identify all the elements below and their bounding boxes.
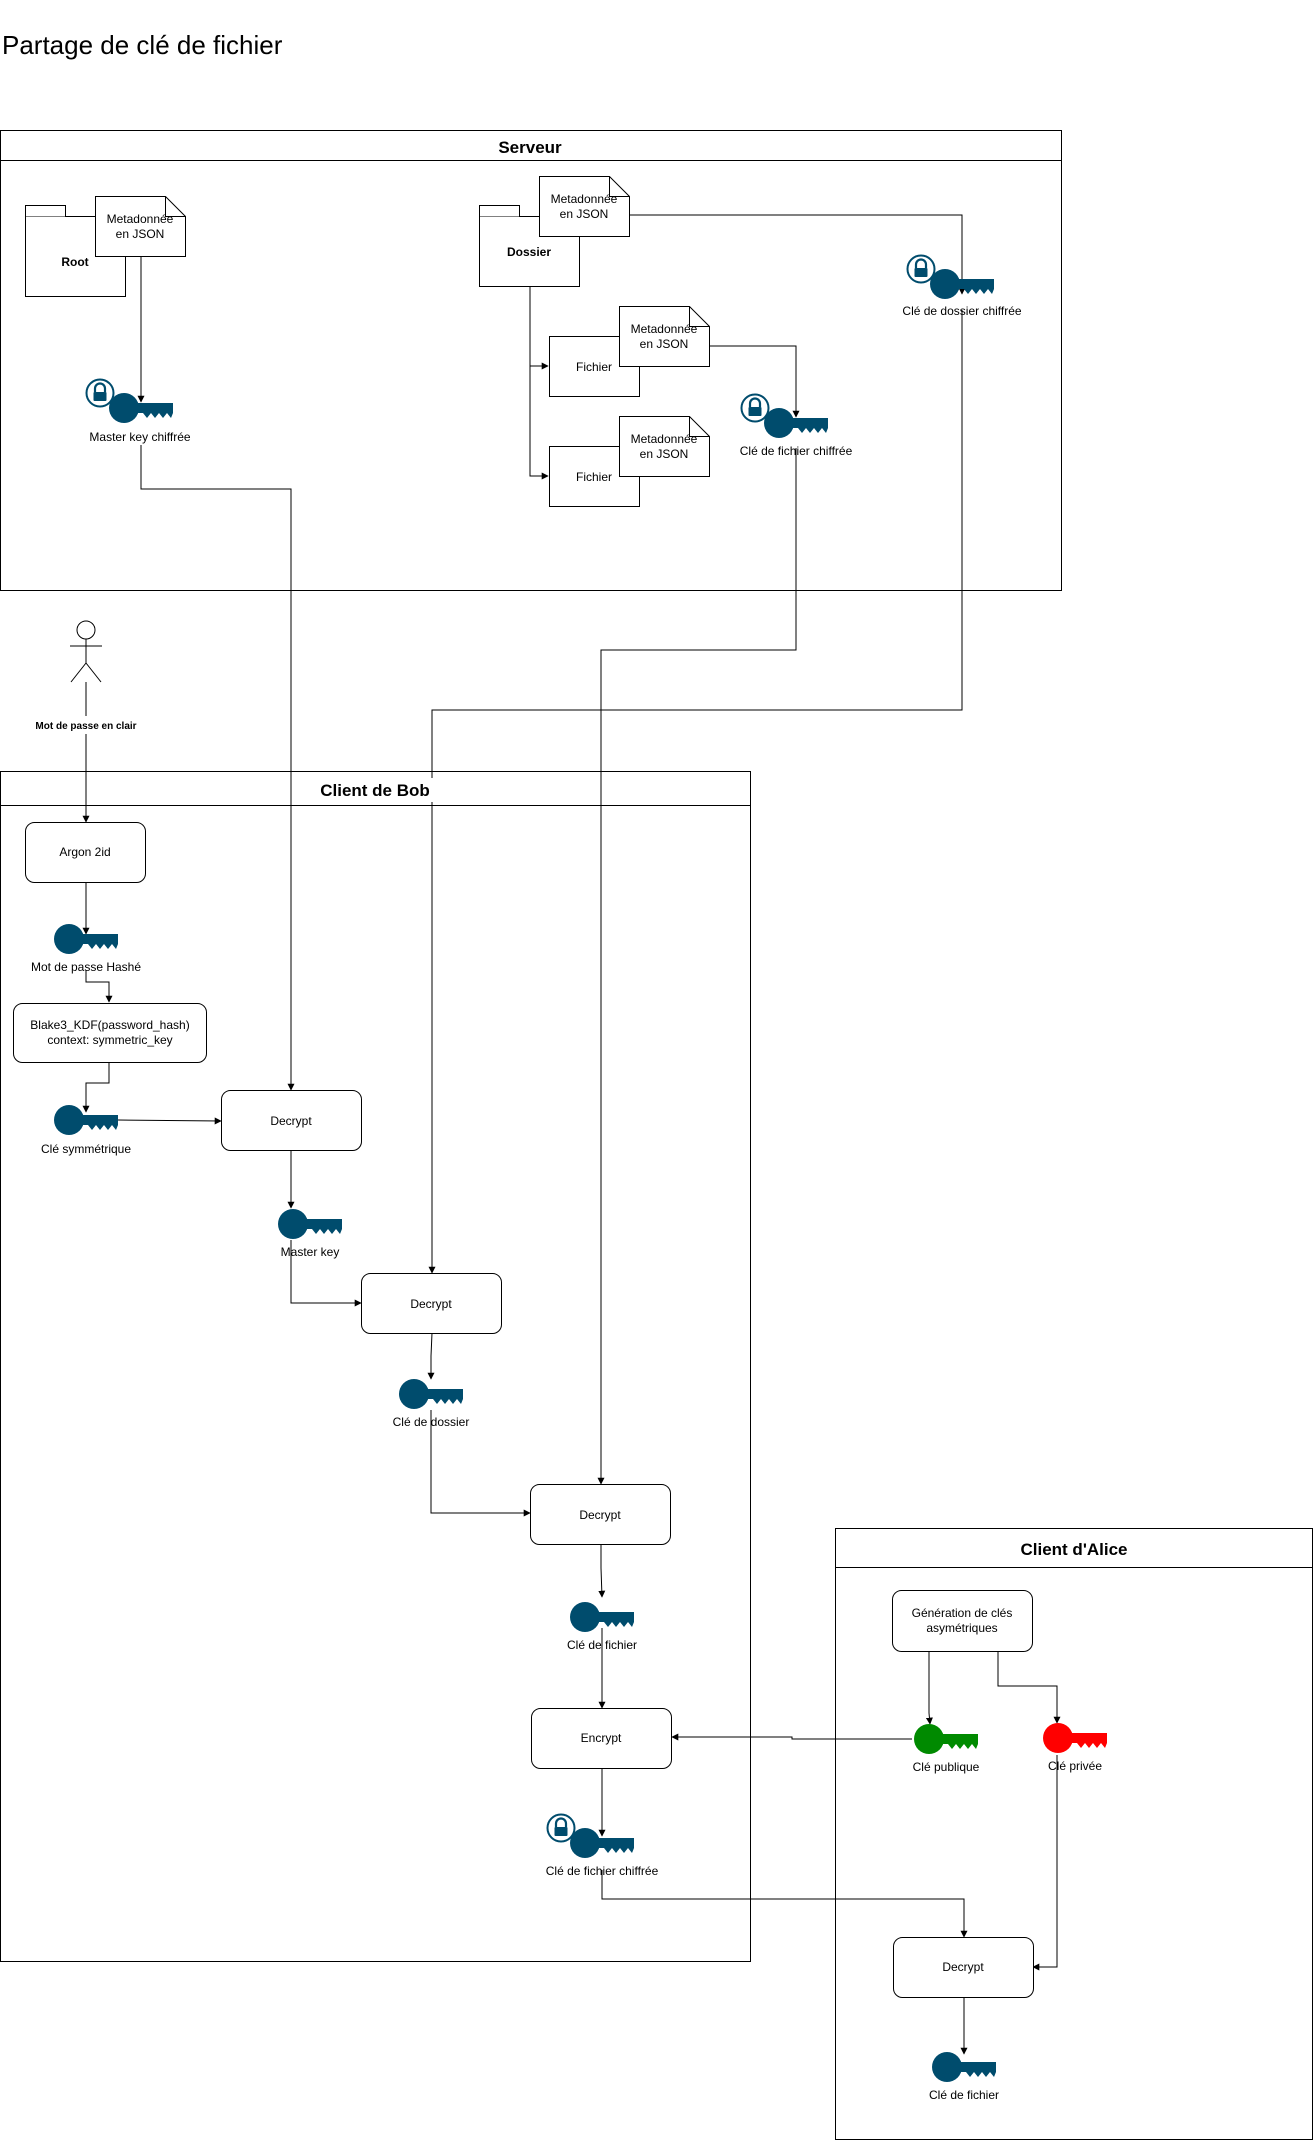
decrypt3-label: Decrypt xyxy=(579,1508,621,1522)
master-key-chiffree: Master key chiffrée xyxy=(85,378,191,444)
blake-line1: Blake3_KDF(password_hash) xyxy=(30,1018,189,1032)
bob-lane: Client de Bob xyxy=(0,771,751,1962)
fichier1-meta-line1: Metadonnée xyxy=(631,322,698,336)
blake-line2: context: symmetric_key xyxy=(47,1033,172,1047)
argon-label: Argon 2id xyxy=(59,845,110,859)
cle-fichier-chiffree-serveur-label: Clé de fichier chiffrée xyxy=(740,444,853,458)
master-key-chiffree-label: Master key chiffrée xyxy=(89,430,190,444)
encrypt-label: Encrypt xyxy=(581,1731,622,1745)
dossier-metadata-note: Metadonnée en JSON xyxy=(539,176,630,237)
key-icon xyxy=(278,1209,342,1239)
root-metadata-note: Metadonnée en JSON xyxy=(95,196,186,257)
blake-box: Blake3_KDF(password_hash) context: symme… xyxy=(13,1003,207,1063)
decrypt-box-3: Decrypt xyxy=(530,1484,671,1545)
lock-icon xyxy=(740,393,770,423)
cle-dossier-label: Clé de dossier xyxy=(393,1415,470,1429)
cle-fichier-chiffree-bob-label: Clé de fichier chiffrée xyxy=(546,1864,659,1878)
generation-box: Génération de clés asymétriques xyxy=(892,1590,1033,1652)
master-key: Master key xyxy=(278,1209,342,1259)
dossier-meta-line2: en JSON xyxy=(560,207,609,221)
actor-icon xyxy=(70,620,102,683)
cle-publique-key: Clé publique xyxy=(913,1724,980,1774)
cle-fichier-bob-label: Clé de fichier xyxy=(567,1638,637,1652)
cle-privee-label: Clé privée xyxy=(1048,1759,1102,1773)
lock-icon xyxy=(906,254,936,284)
page-title: Partage de clé de fichier xyxy=(2,30,283,60)
generation-line2: asymétriques xyxy=(926,1621,997,1635)
key-icon xyxy=(914,1724,978,1754)
cle-fichier-key-bob: Clé de fichier xyxy=(567,1602,637,1652)
connectors xyxy=(82,214,1061,2055)
master-key-label: Master key xyxy=(281,1245,340,1259)
lock-icon xyxy=(85,378,115,408)
encrypt-box: Encrypt xyxy=(531,1708,672,1769)
cle-fichier-alice-label: Clé de fichier xyxy=(929,2088,999,2102)
mdp-hashe-key: Mot de passe Hashé xyxy=(31,924,141,974)
decrypt-box-2: Decrypt xyxy=(361,1273,502,1334)
key-icon xyxy=(399,1379,463,1409)
key-icon xyxy=(570,1602,634,1632)
fichier-metadata-note-2: Metadonnée en JSON xyxy=(619,416,710,477)
fichier1-meta-line2: en JSON xyxy=(640,337,689,351)
decrypt2-label: Decrypt xyxy=(410,1297,452,1311)
serveur-title: Serveur xyxy=(498,138,562,157)
root-label: Root xyxy=(61,255,88,269)
decrypt-box-1: Decrypt xyxy=(221,1090,362,1151)
dossier-meta-line1: Metadonnée xyxy=(551,192,618,206)
cle-publique-label: Clé publique xyxy=(913,1760,980,1774)
cle-privee-key: Clé privée xyxy=(1043,1723,1107,1773)
fichier-label-2: Fichier xyxy=(576,470,612,484)
alice-title: Client d'Alice xyxy=(1020,1540,1127,1559)
cle-dossier-chiffree-label: Clé de dossier chiffrée xyxy=(902,304,1022,318)
serveur-lane: Serveur xyxy=(0,130,1062,591)
fichier2-meta-line2: en JSON xyxy=(640,447,689,461)
cle-fichier-chiffree-serveur: Clé de fichier chiffrée xyxy=(740,393,853,458)
cle-symetrique-label: Clé symmétrique xyxy=(41,1142,131,1156)
dossier-label: Dossier xyxy=(507,245,551,259)
lock-icon xyxy=(546,1813,576,1843)
mdp-hashe-label: Mot de passe Hashé xyxy=(31,960,141,974)
decrypt1-label: Decrypt xyxy=(270,1114,312,1128)
generation-line1: Génération de clés xyxy=(912,1606,1013,1620)
argon-box: Argon 2id xyxy=(25,822,146,883)
bob-title: Client de Bob xyxy=(320,781,430,800)
decrypt-box-alice: Decrypt xyxy=(893,1937,1034,1998)
cle-fichier-chiffree-bob: Clé de fichier chiffrée xyxy=(546,1813,659,1878)
cle-dossier-chiffree: Clé de dossier chiffrée xyxy=(902,254,1022,318)
root-meta-line2: en JSON xyxy=(116,227,165,241)
fichier-label-1: Fichier xyxy=(576,360,612,374)
cle-fichier-key-alice: Clé de fichier xyxy=(929,2052,999,2102)
fichier2-meta-line1: Metadonnée xyxy=(631,432,698,446)
fichier-metadata-note-1: Metadonnée en JSON xyxy=(619,306,710,367)
actor-label: Mot de passe en clair xyxy=(35,721,136,732)
key-icon xyxy=(932,2052,996,2082)
cle-symetrique-key: Clé symmétrique xyxy=(41,1105,131,1156)
root-meta-line1: Metadonnée xyxy=(107,212,174,226)
cle-dossier-key: Clé de dossier xyxy=(393,1379,470,1429)
key-icon xyxy=(1043,1723,1107,1753)
decrypt-alice-label: Decrypt xyxy=(942,1960,984,1974)
